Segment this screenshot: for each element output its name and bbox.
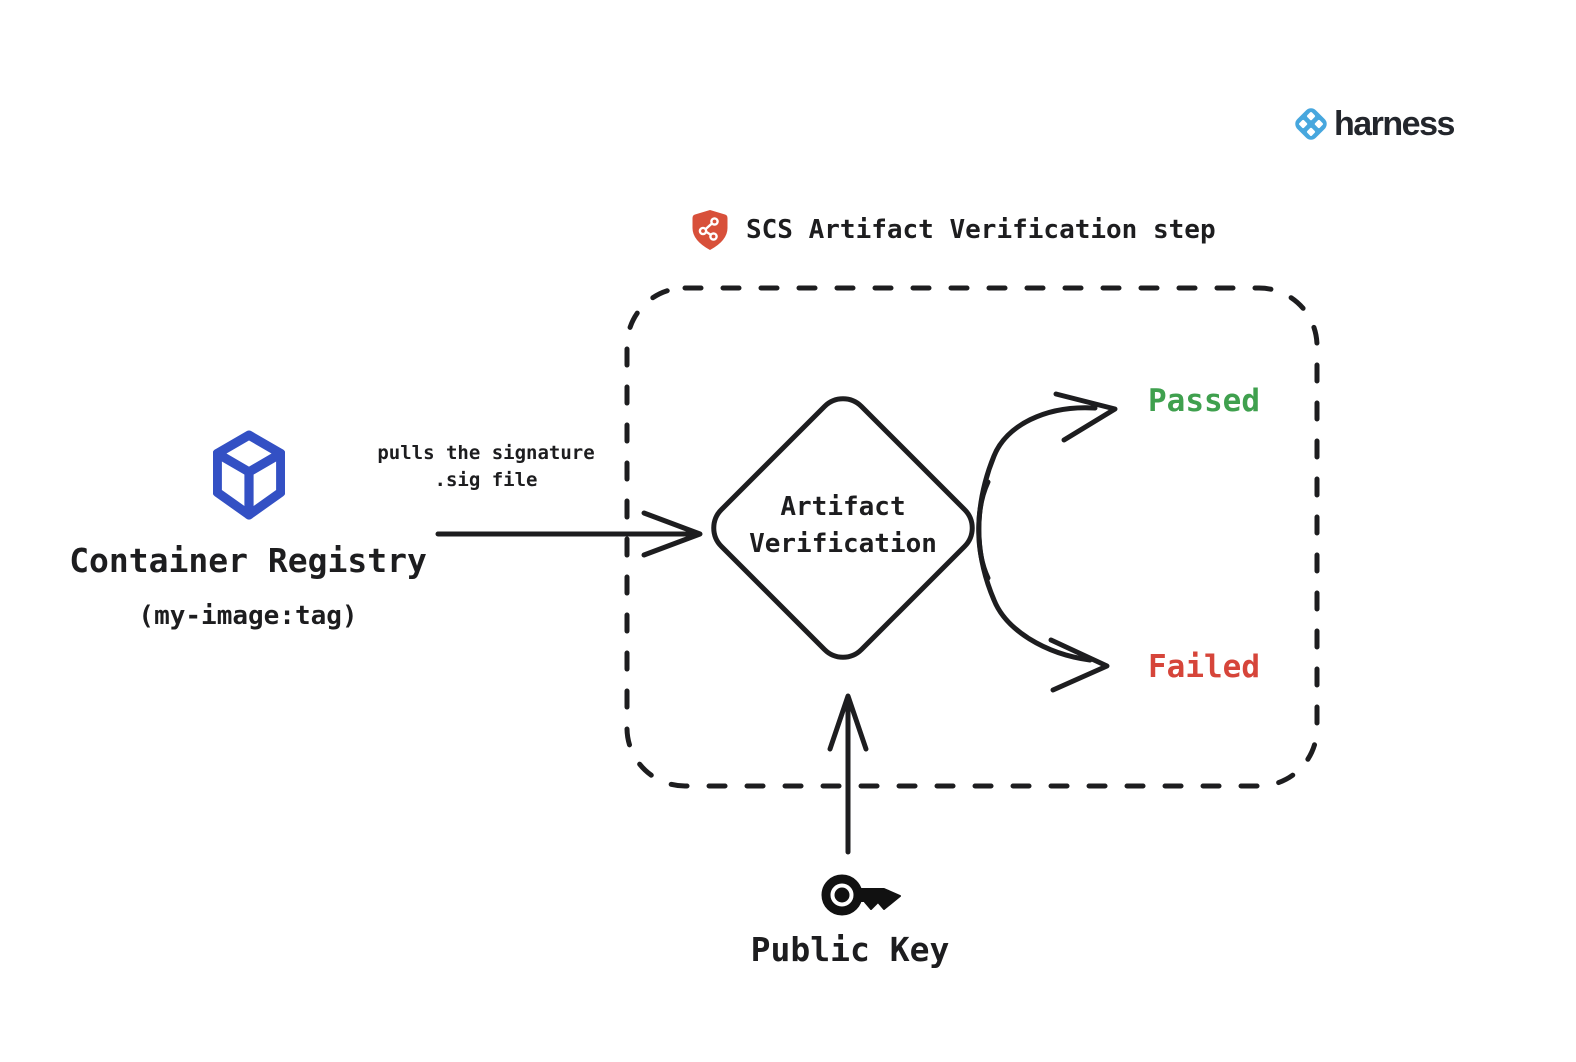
arrow-publickey-to-diamond	[827, 693, 869, 855]
step-boundary-dashed-box	[624, 285, 1320, 789]
arrow-to-passed	[976, 391, 1118, 581]
arrow-registry-to-diamond	[435, 510, 703, 558]
container-cube-icon	[212, 430, 286, 524]
brand-wordmark: harness	[1334, 104, 1455, 143]
step-header: SCS Artifact Verification step	[692, 209, 1216, 251]
decision-diamond	[711, 396, 975, 660]
shield-supply-chain-icon	[692, 210, 728, 250]
arrow-annotation-line1: pulls the signature	[377, 442, 595, 464]
arrow-to-failed	[976, 479, 1110, 693]
arrow-annotation-line2: .sig file	[434, 469, 538, 491]
public-key-label: Public Key	[750, 930, 950, 969]
outcome-failed-label: Failed	[1148, 649, 1260, 685]
outcome-passed-label: Passed	[1148, 383, 1260, 419]
harness-logo-icon	[1295, 108, 1327, 140]
container-registry-title: Container Registry	[69, 541, 427, 580]
container-registry-subtitle: (my-image:tag)	[138, 601, 358, 631]
step-header-title: SCS Artifact Verification step	[746, 215, 1216, 245]
key-icon	[820, 864, 904, 930]
brand-logo: harness	[1290, 103, 1455, 145]
diamond-label-line2: Verification	[749, 529, 937, 559]
decision-diamond-label: Artifact Verification	[723, 489, 963, 563]
diamond-label-line1: Artifact	[780, 492, 906, 522]
arrow-annotation: pulls the signature .sig file	[336, 440, 636, 494]
